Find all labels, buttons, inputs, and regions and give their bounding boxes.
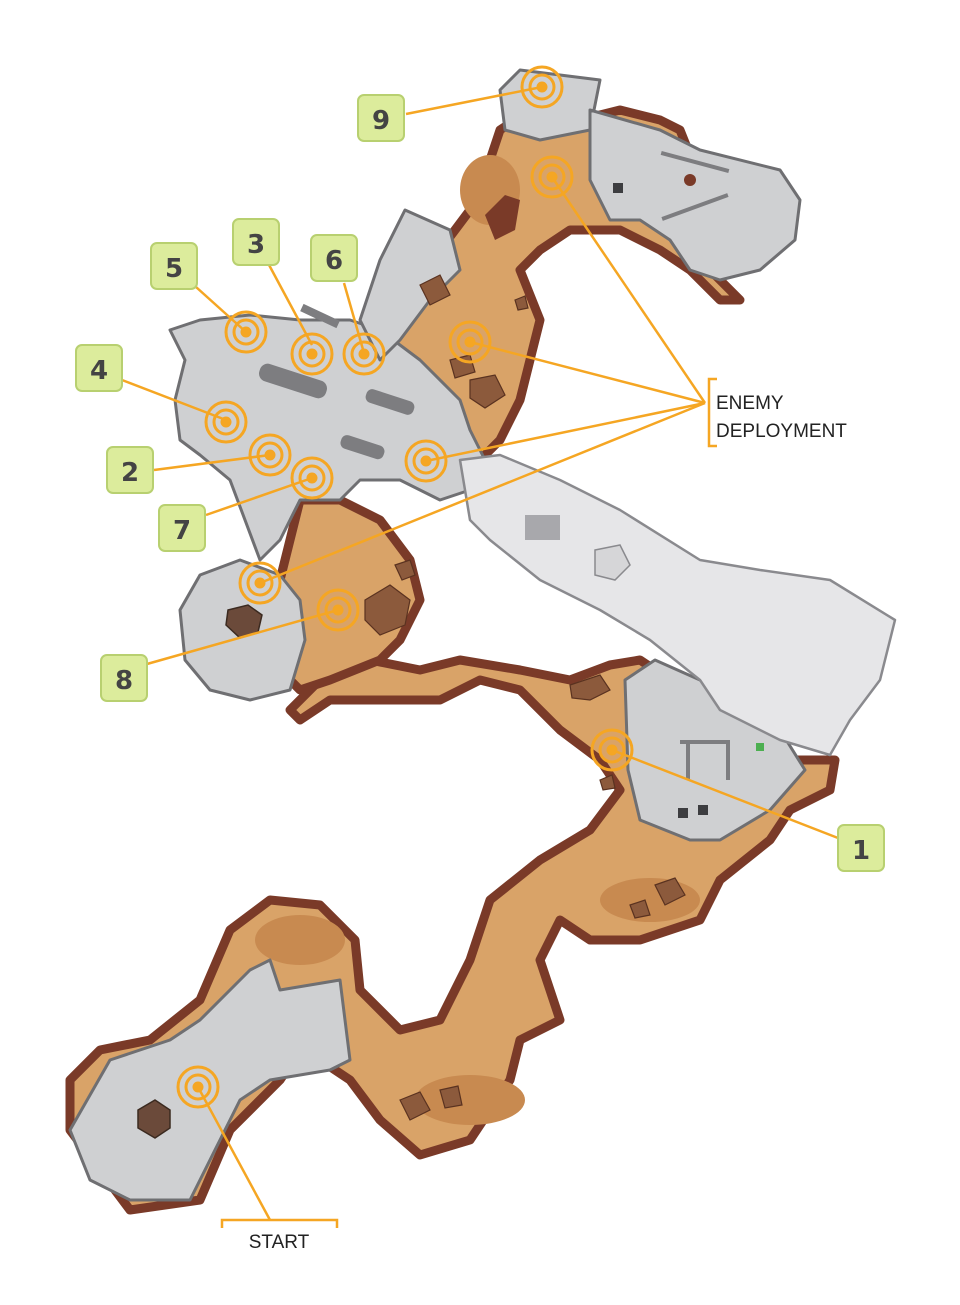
badges: 1 2 3 4 5 6 7 8 — [75, 94, 885, 872]
start-building — [68, 958, 352, 1202]
marker-5 — [224, 310, 268, 354]
marker-enemy-d — [238, 561, 282, 605]
wall-segment — [660, 151, 730, 173]
bridge-pad — [525, 515, 560, 540]
badge-label: 2 — [121, 458, 139, 488]
legend-bracket — [707, 377, 717, 448]
north-corridor — [358, 208, 462, 362]
rock — [654, 877, 686, 906]
terminal — [756, 743, 764, 751]
sand-shadow — [255, 915, 345, 965]
marker-8 — [316, 588, 360, 632]
rock — [569, 674, 611, 701]
badge-label: 5 — [165, 254, 183, 284]
wall-segment — [686, 740, 690, 780]
rock — [469, 374, 506, 409]
legend-bracket — [220, 1218, 339, 1228]
badge-label: 6 — [325, 246, 343, 276]
marker-9 — [520, 65, 564, 109]
rock — [394, 559, 416, 581]
line-enemy-a — [550, 176, 707, 404]
marker-enemy-c — [404, 439, 448, 483]
rock — [629, 899, 651, 919]
line-enemy-d — [259, 401, 706, 585]
enemy-deployment-legend: ENEMY DEPLOYMENT — [707, 377, 847, 448]
line-start — [196, 1086, 272, 1221]
badge-label: 4 — [90, 356, 108, 386]
enemy-label-line1: ENEMY — [716, 393, 784, 414]
bridge-floor — [458, 453, 897, 757]
crate — [698, 805, 708, 815]
rock — [514, 295, 529, 311]
marker-3 — [290, 332, 334, 376]
wall-segment — [661, 193, 729, 221]
east-building — [623, 658, 807, 842]
badge-9[interactable]: 9 — [357, 94, 405, 142]
rock — [399, 1091, 431, 1121]
markers — [176, 65, 634, 1109]
line-1 — [611, 748, 839, 840]
badge-label: 9 — [372, 106, 390, 136]
marker-1 — [590, 728, 634, 772]
badge-label: 8 — [115, 666, 133, 696]
marker-4 — [204, 400, 248, 444]
badge-5[interactable]: 5 — [150, 242, 198, 290]
rock-pillar — [485, 195, 520, 240]
start-legend: START — [220, 1218, 339, 1253]
crate — [684, 174, 696, 186]
wall-segment — [726, 740, 730, 780]
badge-8[interactable]: 8 — [100, 654, 148, 702]
wall-segment — [340, 435, 385, 460]
marker-2 — [248, 433, 292, 477]
rocks — [364, 274, 686, 1121]
props — [137, 151, 764, 1139]
marker-enemy-b — [448, 320, 492, 364]
crate — [613, 183, 623, 193]
line-enemy-b — [469, 340, 706, 405]
marker-enemy-a — [530, 155, 574, 199]
line-enemy-c — [425, 401, 706, 463]
bridge — [458, 453, 897, 757]
crate — [678, 808, 688, 818]
rock — [439, 1085, 463, 1109]
badge-label: 7 — [173, 516, 191, 546]
start-label: START — [249, 1232, 310, 1253]
bridge-decal — [594, 544, 631, 581]
badge-label: 3 — [247, 230, 265, 260]
badge-1[interactable]: 1 — [837, 824, 885, 872]
northeast-building — [588, 108, 802, 282]
badge-6[interactable]: 6 — [310, 234, 358, 282]
marker-start — [176, 1065, 220, 1109]
marker-6 — [342, 332, 386, 376]
line-8 — [146, 608, 339, 666]
rock — [599, 774, 616, 791]
enemy-label-line2: DEPLOYMENT — [716, 421, 847, 442]
marker-7 — [290, 456, 334, 500]
connector-lines — [121, 85, 839, 1221]
wall-segment — [680, 740, 730, 744]
line-3 — [266, 262, 314, 346]
wall-segment — [365, 389, 415, 415]
sand-shadow — [415, 1075, 525, 1125]
pillar — [137, 1099, 171, 1139]
line-9 — [405, 85, 543, 116]
badge-label: 1 — [852, 836, 870, 866]
wall-segment — [259, 363, 327, 399]
badge-4[interactable]: 4 — [75, 344, 123, 392]
badge-7[interactable]: 7 — [158, 504, 206, 552]
rock — [364, 584, 411, 636]
wall-segment — [300, 303, 340, 329]
rock — [419, 274, 451, 306]
badge-2[interactable]: 2 — [106, 446, 154, 494]
badge-3[interactable]: 3 — [232, 218, 280, 266]
